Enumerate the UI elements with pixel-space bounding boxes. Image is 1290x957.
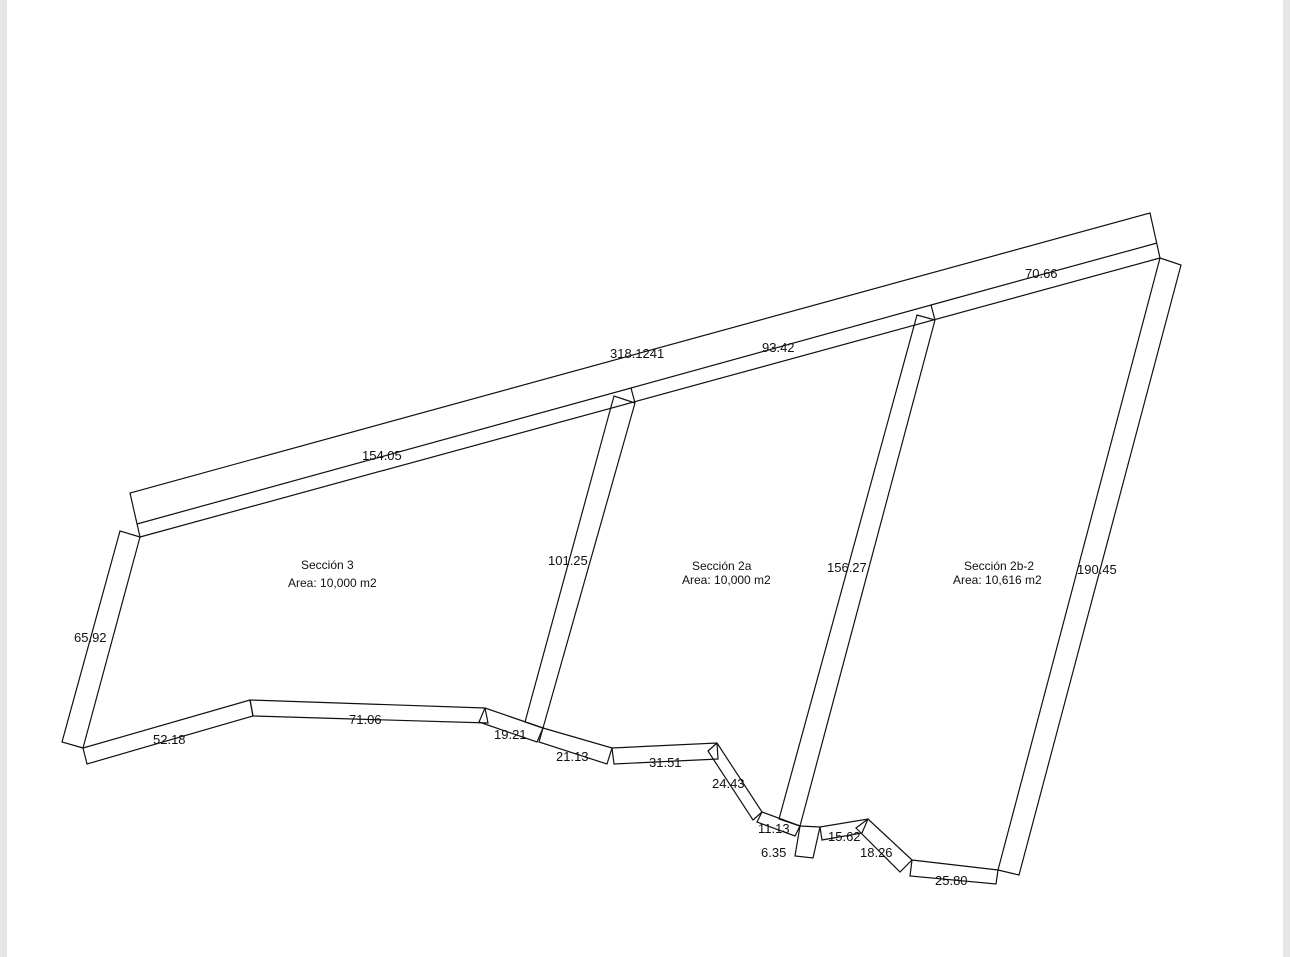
dim-band-top-s2b [930, 242, 1158, 306]
dim-top-s2a: 93.42 [762, 340, 795, 355]
dim-top-s2b: 70.66 [1025, 266, 1058, 281]
dim-band-div-s3-s2a [524, 395, 636, 729]
dim-bottom-5: 31.51 [649, 755, 682, 770]
dim-band-bottom-3151 [611, 742, 719, 765]
section-3-name: Sección 3 [301, 558, 354, 572]
dim-div-s2a-s2b: 156.27 [827, 560, 867, 575]
parcel-top-edge [139, 257, 1161, 538]
section-2a-area: Area: 10,000 m2 [682, 573, 771, 587]
parcel-right-edge [997, 257, 1161, 871]
dim-top-s3: 154.05 [362, 448, 402, 463]
divider-s3-s2a [542, 402, 636, 729]
dim-band-div-s2a-s2b [778, 314, 936, 827]
dim-right: 190.45 [1077, 562, 1117, 577]
dim-bottom-11: 25.80 [935, 873, 968, 888]
dim-band-bottom-1921 [478, 707, 544, 743]
dim-div-s3-s2a: 101.25 [548, 553, 588, 568]
dim-bottom-8: 6.35 [761, 845, 786, 860]
dim-band-bottom-7106 [249, 699, 489, 724]
dim-band-total-top [129, 212, 1161, 538]
section-2a-name: Sección 2a [692, 559, 752, 573]
dim-left: 65.92 [74, 630, 107, 645]
dim-band-left [61, 530, 141, 749]
dim-bottom-2: 71.06 [349, 712, 382, 727]
parcel-left-edge [82, 536, 141, 749]
page-margin-left [0, 0, 7, 957]
section-2b-2-area: Area: 10,616 m2 [953, 573, 1042, 587]
dim-bottom-9: 15.62 [828, 829, 861, 844]
dim-band-bottom-2580 [909, 859, 999, 885]
parcel-bottom-edge [82, 699, 999, 871]
dim-total-top: 318.1241 [610, 346, 664, 361]
dim-band-right [997, 257, 1182, 876]
dim-bottom-10: 18.26 [860, 845, 893, 860]
dim-band-bottom-1562 [819, 818, 869, 841]
section-2b-2-name: Sección 2b-2 [964, 559, 1034, 573]
dim-band-bottom-2113 [538, 727, 613, 765]
dim-bottom-1: 52.18 [153, 732, 186, 747]
page-margin-right [1283, 0, 1290, 957]
dim-band-bottom-635 [794, 825, 821, 859]
dim-bottom-4: 21.13 [556, 749, 589, 764]
section-3-area: Area: 10,000 m2 [288, 576, 377, 590]
dim-band-bottom-2443 [707, 742, 763, 821]
dim-bottom-3: 19.21 [494, 727, 527, 742]
dim-bottom-6: 24.43 [712, 776, 745, 791]
dim-band-bottom-1826 [855, 818, 913, 873]
dim-band-bottom-1113 [756, 811, 801, 837]
divider-s2a-s2b [799, 319, 936, 827]
dim-bottom-7: 11.13 [758, 821, 790, 836]
